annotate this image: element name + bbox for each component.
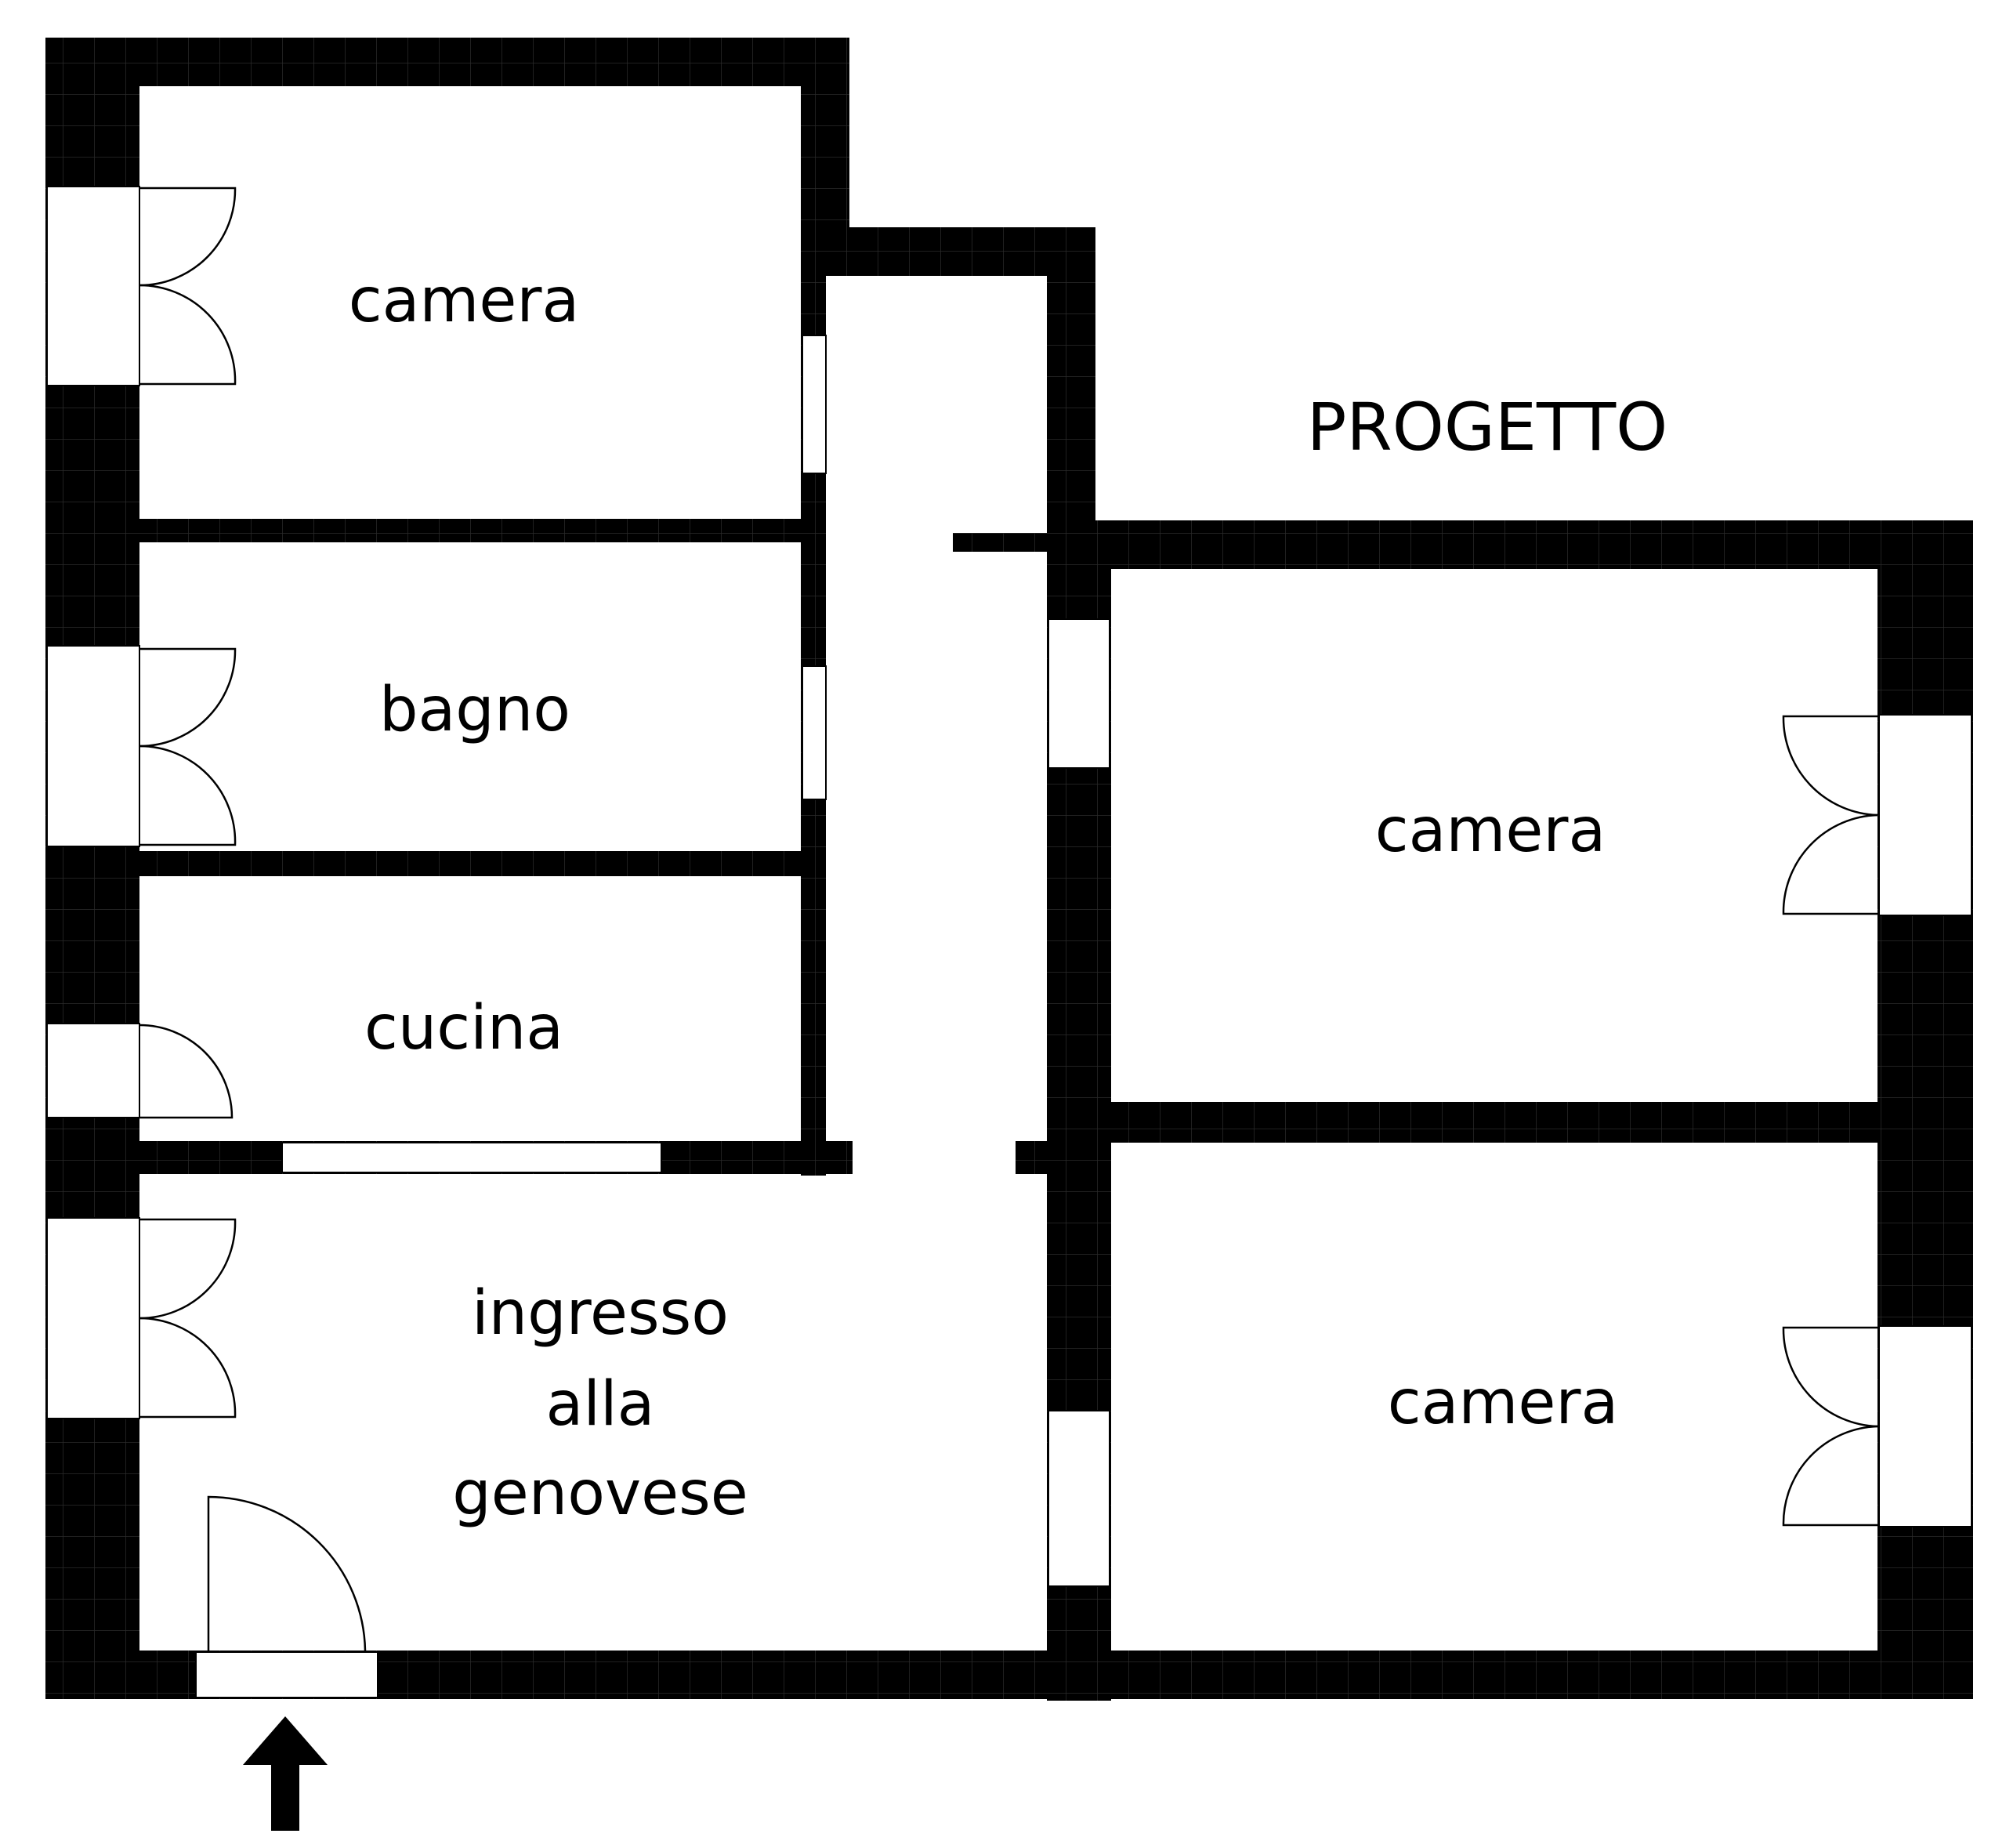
shutter-right-2-b <box>1782 1425 1878 1527</box>
room-label-ingresso-line1: ingresso <box>472 1278 729 1349</box>
shutter-ingresso-b <box>139 1317 237 1419</box>
wall-camera-bagno <box>139 519 802 542</box>
room-label-ingresso-line2: alla <box>546 1369 655 1440</box>
shutter-cucina <box>139 1024 234 1119</box>
entrance-door-swing <box>207 1495 367 1651</box>
shutter-camera-tl-b <box>139 284 237 386</box>
window-cucina <box>46 1023 140 1118</box>
plan-title: PROGETTO <box>1307 389 1668 466</box>
window-right-room-1 <box>1048 618 1110 769</box>
shutter-camera-tl-a <box>139 187 237 287</box>
entrance-arrow-icon <box>243 1716 328 1831</box>
room-label-camera-right-bottom: camera <box>1388 1368 1619 1438</box>
wall-bagno-cucina <box>139 851 802 876</box>
wall-right-top <box>1047 520 1973 569</box>
window-right-outer-2 <box>1878 1325 1972 1527</box>
window-right-room-2 <box>1048 1410 1110 1587</box>
entrance-opening <box>195 1651 378 1698</box>
walls <box>45 38 1973 1701</box>
window-corridor-2 <box>802 665 827 800</box>
shutter-right-1-b <box>1782 813 1878 915</box>
window-corridor-1 <box>802 335 827 474</box>
window-cucina-ingresso <box>281 1142 662 1173</box>
shutter-bagno-a <box>139 647 237 748</box>
wall-stub-upper <box>953 533 1048 552</box>
wall-corridor-top <box>801 227 1095 276</box>
room-label-bagno: bagno <box>379 675 570 745</box>
window-camera-tl <box>46 186 140 386</box>
shutter-right-1-a <box>1782 715 1878 817</box>
window-right-outer-1 <box>1878 714 1972 916</box>
windows <box>46 186 1972 1698</box>
wall-stub-lower <box>1016 1141 1048 1174</box>
window-ingresso <box>46 1217 140 1419</box>
wall-right-rooms-divider <box>1097 1102 1879 1143</box>
room-label-camera-right-top: camera <box>1375 795 1606 866</box>
room-label-ingresso-line3: genovese <box>452 1458 748 1529</box>
room-label-camera-top-left: camera <box>349 266 580 336</box>
wall-top-left <box>45 38 849 86</box>
window-bagno <box>46 645 140 847</box>
shutter-bagno-b <box>139 745 237 846</box>
shutter-right-2-a <box>1782 1326 1878 1428</box>
shutter-ingresso-a <box>139 1218 237 1320</box>
room-label-cucina: cucina <box>364 993 563 1064</box>
wall-corridor-right <box>1047 227 1095 556</box>
door-swings <box>139 187 1878 1651</box>
